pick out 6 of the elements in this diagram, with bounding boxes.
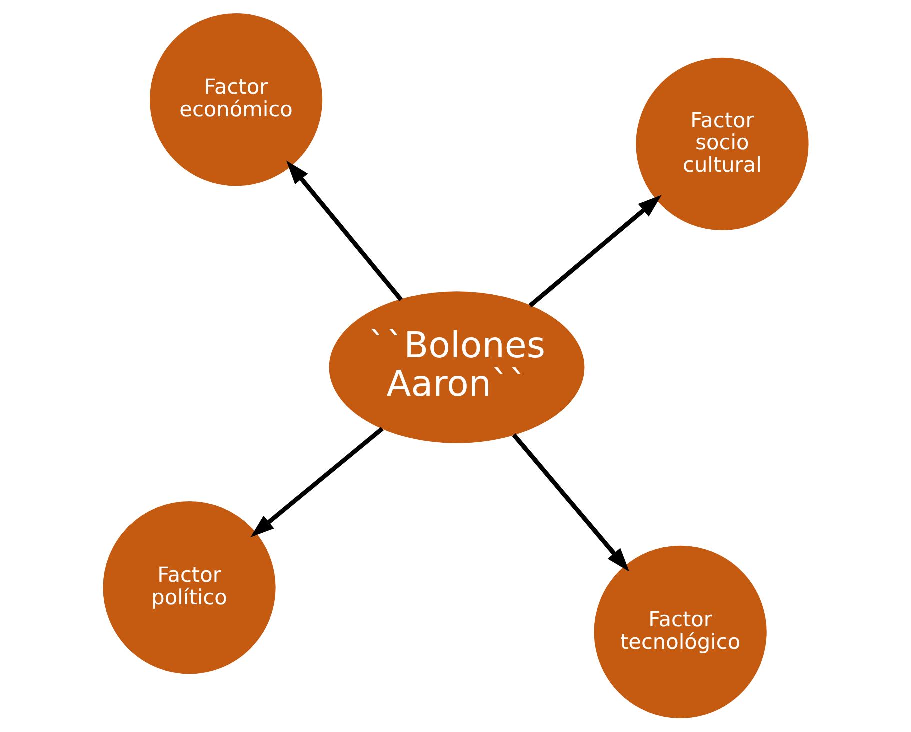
arrow xyxy=(286,160,403,302)
arrow xyxy=(250,427,384,538)
node-ellipse: ``Bolones Aaron`` xyxy=(328,292,584,444)
arrow xyxy=(528,195,662,308)
node-circle: Factor tecnológico xyxy=(594,546,766,718)
arrow xyxy=(512,434,630,572)
